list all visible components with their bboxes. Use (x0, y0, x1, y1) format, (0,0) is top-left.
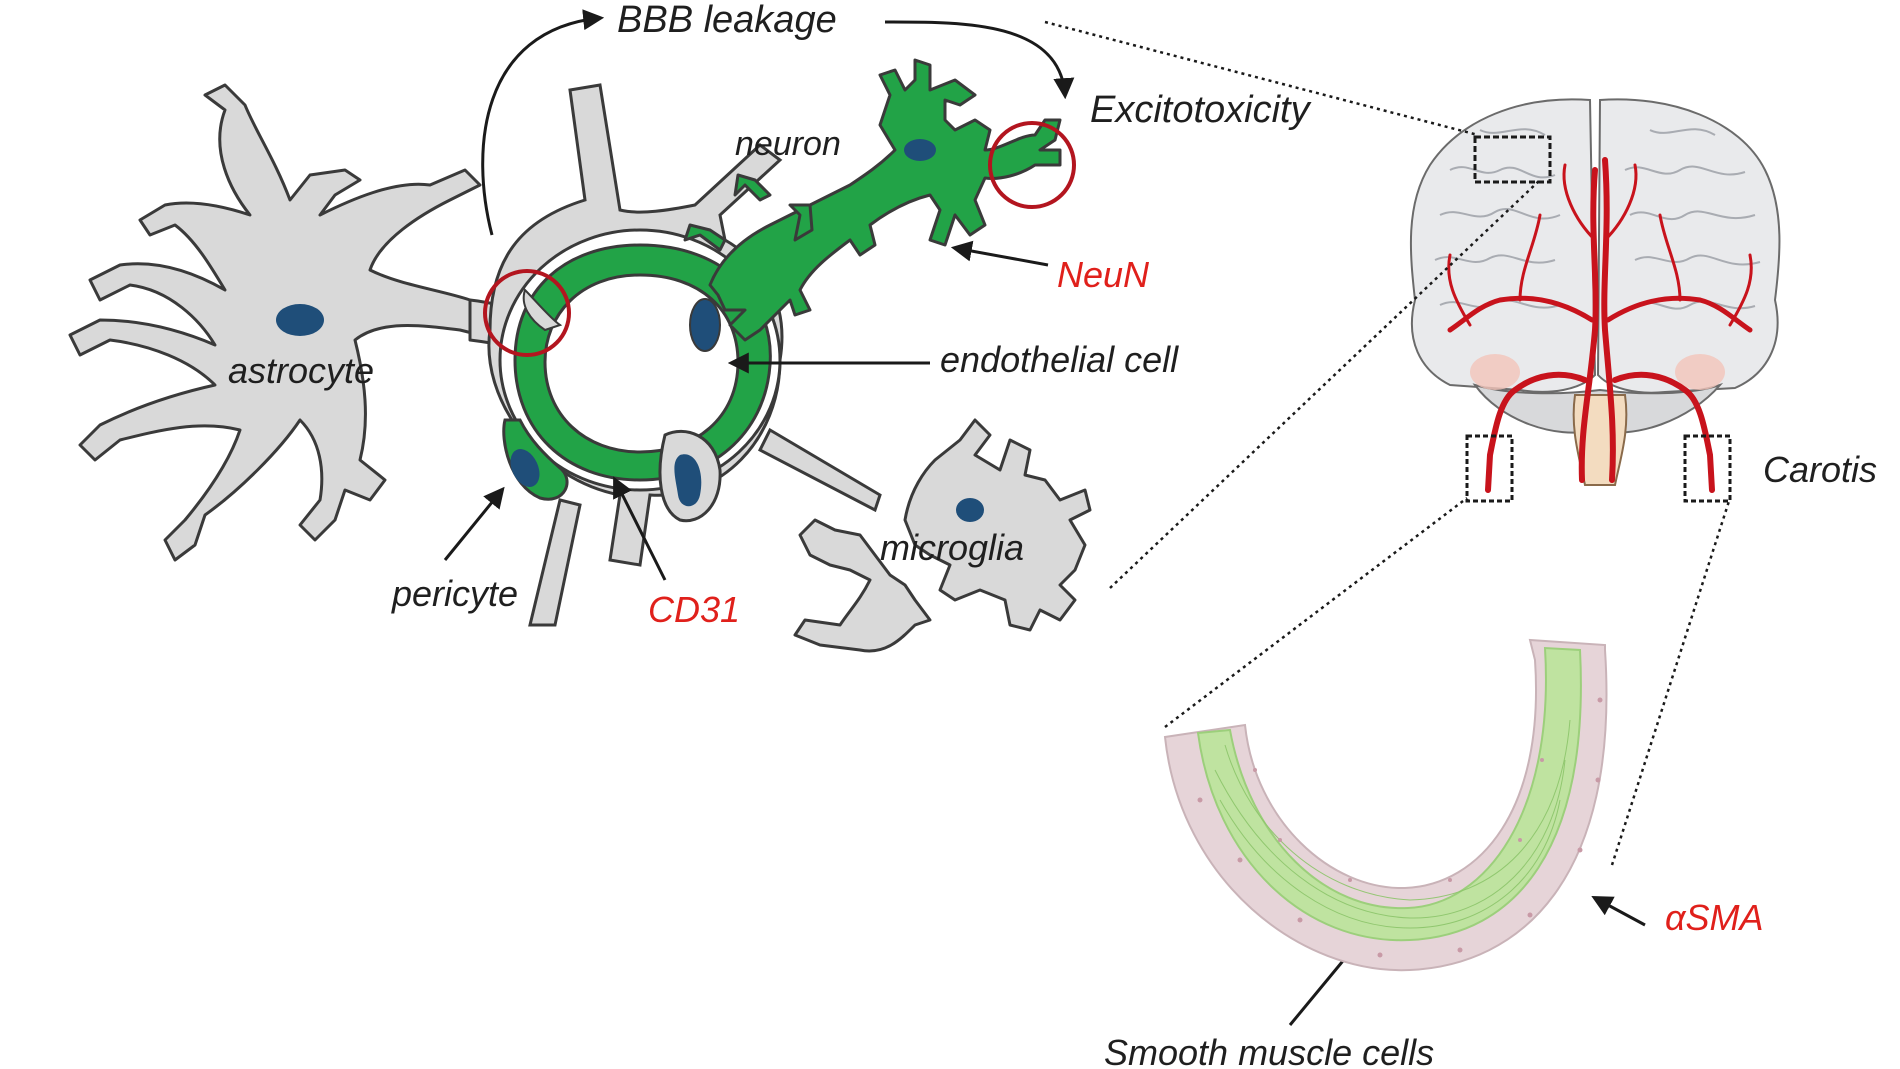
brain-zoom-box (1473, 135, 1552, 184)
carotis-box-right (1683, 434, 1732, 503)
smooth-muscle-layer (1196, 646, 1582, 942)
arrow-to-neun (950, 240, 1049, 267)
endothelial-nucleus (689, 298, 721, 352)
brain-left-hemisphere (1409, 98, 1597, 393)
arrow-to-cd31 (613, 476, 667, 581)
astrocyte-endfoot-highlight-circle (483, 269, 571, 357)
arrow-to-excitotoxicity (884, 20, 1075, 100)
pericyte-gray-nucleus (674, 454, 702, 507)
microglia-nucleus (956, 498, 984, 522)
cerebral-arteries (1447, 157, 1753, 493)
synapse-highlight-circle (988, 121, 1076, 209)
label-neun: NeuN (1057, 254, 1150, 295)
carotid-cross-section (1163, 638, 1608, 972)
arrow-to-pericyte (443, 486, 505, 561)
label-excitotoxicity: Excitotoxicity (1090, 89, 1312, 131)
label-asma: αSMA (1665, 897, 1764, 938)
label-bbb-leakage: BBB leakage (617, 0, 837, 41)
arrow-to-bbb-leakage (481, 9, 605, 236)
carotis-box-left (1465, 434, 1514, 503)
astrocyte-nucleus (276, 304, 324, 336)
brain-right-hemisphere (1596, 98, 1781, 394)
label-neuron: neuron (735, 125, 841, 163)
endfoot (522, 288, 563, 332)
microglia (793, 418, 1092, 653)
pericyte-nucleus (510, 449, 540, 487)
vessel-branches (528, 427, 882, 627)
label-cd31: CD31 (648, 589, 740, 630)
arrow-to-asma (1591, 896, 1646, 927)
zoom-lines (1044, 20, 1732, 866)
label-astrocyte: astrocyte (228, 350, 374, 391)
brain (1409, 98, 1781, 503)
neuron-nucleus (904, 139, 936, 161)
label-smooth-muscle-cells: Smooth muscle cells (1104, 1032, 1434, 1069)
label-endothelial-cell: endothelial cell (940, 339, 1179, 380)
label-carotis: Carotis (1763, 449, 1877, 490)
label-microglia: microglia (880, 527, 1024, 568)
neuron (683, 58, 1062, 342)
label-pericyte: pericyte (391, 573, 518, 614)
